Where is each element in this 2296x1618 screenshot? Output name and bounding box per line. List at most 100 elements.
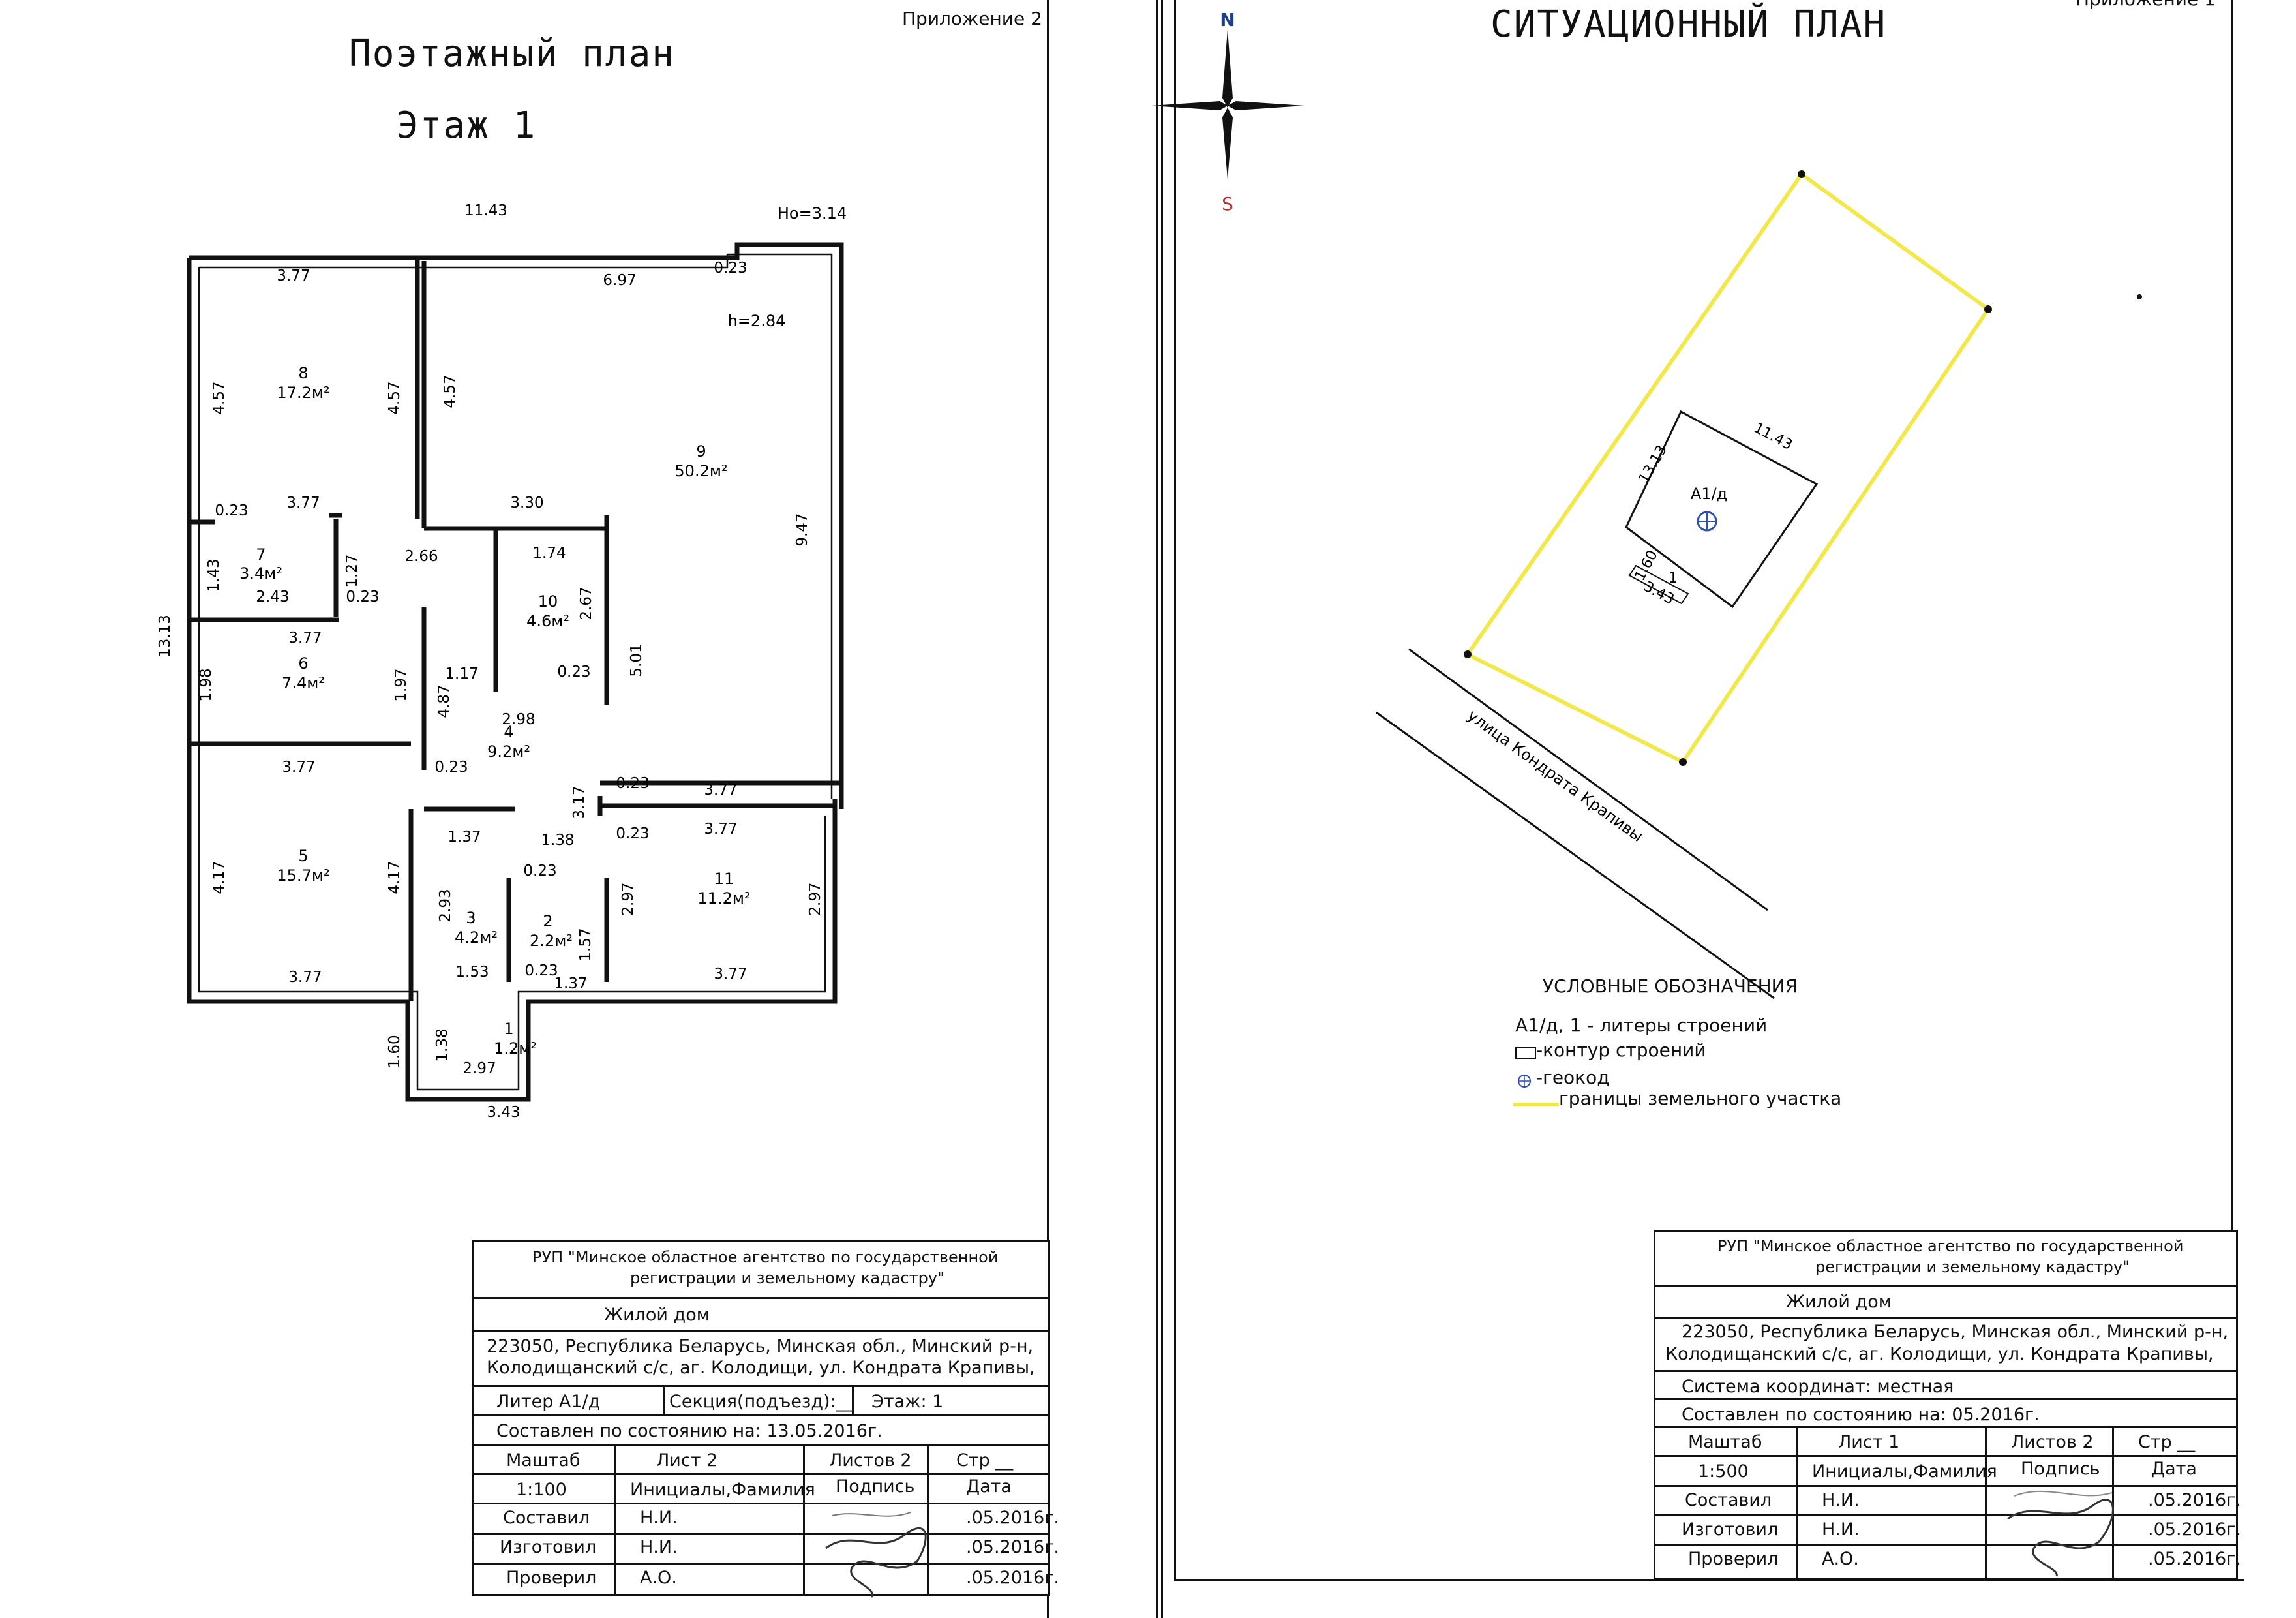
street-name: улица Кондрата Крапивы — [1464, 706, 1646, 846]
dim: 0.23 — [346, 588, 379, 605]
name: Н.И. — [1822, 1490, 1860, 1510]
room-2-number: 2 — [543, 912, 552, 930]
org-name-2: регистрации и земельному кадастру" — [1815, 1258, 2130, 1276]
room-7-number: 7 — [256, 545, 265, 564]
parcel-vertex — [1679, 758, 1687, 766]
exterior-wall-inner — [199, 253, 833, 799]
header-signature: Подпись — [2021, 1459, 2100, 1479]
dim-vertical: 4.57 — [442, 374, 459, 408]
floor-plan-sheet: Приложение 2 Поэтажный план Этаж 1 — [0, 0, 1122, 1618]
liter: Литер А1/д — [496, 1392, 601, 1412]
dim: 1.17 — [445, 665, 478, 682]
dim: 3.77 — [704, 782, 737, 799]
dim: 3.30 — [510, 495, 543, 511]
page-title: Поэтажный план — [349, 33, 676, 75]
header-name: Инициалы,Фамилия — [1812, 1461, 1997, 1482]
coordinate-system: Система координат: местная — [1682, 1377, 1954, 1397]
dim: 1.37 — [447, 829, 481, 846]
building-dim-long: 11.43 — [1751, 420, 1794, 453]
dim-vertical: 4.87 — [436, 684, 453, 718]
name: Н.И. — [1822, 1519, 1860, 1540]
header-sheet: Лист 2 — [656, 1450, 718, 1471]
dim: 1.38 — [541, 832, 574, 849]
dim: 0.23 — [714, 260, 747, 277]
floor-number: Этаж: 1 — [871, 1392, 944, 1412]
dim: 6.97 — [603, 272, 636, 289]
dim-vertical: 2.93 — [437, 889, 454, 922]
room-11-number: 11 — [714, 870, 734, 888]
dim: 0.23 — [215, 502, 248, 519]
legend-title: УСЛОВНЫЕ ОБОЗНАЧЕНИЯ — [1543, 975, 1798, 997]
org-name-2: регистрации и земельному кадастру" — [630, 1269, 945, 1287]
header-scale: Маштаб — [1688, 1432, 1762, 1452]
role: Проверил — [506, 1568, 597, 1588]
header-sheets: Листов 2 — [2011, 1432, 2094, 1452]
header-date: Дата — [966, 1476, 1012, 1497]
parcel-vertex — [1984, 305, 1992, 313]
room-6-area: 7.4м² — [282, 674, 325, 692]
legend-item-boundary: границы земельного участка — [1559, 1088, 1842, 1109]
building-label: А1/д — [1691, 485, 1727, 503]
org-name: РУП "Минское областное агентство по госу… — [532, 1248, 999, 1266]
room-8-area: 17.2м² — [277, 384, 329, 402]
header-date: Дата — [2151, 1459, 2197, 1479]
dim: 0.23 — [524, 962, 558, 979]
title-block: РУП "Минское областное агентство по госу… — [472, 1240, 1059, 1598]
dim-vertical: 4.17 — [211, 861, 228, 894]
room-10-area: 4.6м² — [526, 612, 569, 630]
appendix-label: Приложение 1 — [2076, 0, 2216, 10]
dim: 1.37 — [554, 975, 587, 992]
dim: 0.23 — [434, 759, 468, 776]
dim: 0.23 — [616, 775, 649, 792]
dim-vertical: 2.97 — [620, 882, 637, 915]
header-signature: Подпись — [836, 1476, 915, 1497]
room-overall-height: Ho=3.14 — [778, 204, 847, 222]
dim-overall-width: 11.43 — [464, 202, 507, 219]
dim-vertical: 3.17 — [571, 786, 588, 819]
header-sheets: Листов 2 — [829, 1450, 912, 1471]
room-6-number: 6 — [298, 654, 308, 673]
dim-vertical: 4.57 — [211, 381, 228, 414]
scale-value: 1:100 — [516, 1480, 567, 1500]
geocode-icon — [1518, 1075, 1531, 1088]
date: .05.2016г. — [966, 1568, 1060, 1588]
legend-item-liter: А1/д, 1 - литеры строений — [1515, 1015, 1768, 1036]
header-page: Стр __ — [956, 1450, 1014, 1471]
dim-vertical: 1.38 — [434, 1028, 451, 1061]
dim-vertical: 1.97 — [393, 668, 410, 701]
dim: 3.77 — [282, 759, 315, 776]
dim: 2.97 — [462, 1060, 496, 1077]
state-date: Составлен по состоянию на: 05.2016г. — [1682, 1405, 2040, 1425]
role: Изготовил — [500, 1537, 597, 1557]
building-contour-icon — [1515, 1047, 1536, 1059]
compass-north: N — [1220, 9, 1235, 31]
appendix-label: Приложение 2 — [902, 8, 1042, 29]
situation-plan-drawing: N S А1/д 11.43 13.13 1.60 1 3.43 — [1151, 9, 2142, 1000]
room-7-area: 3.4м² — [239, 564, 282, 583]
page-title: СИТУАЦИОННЫЙ ПЛАН — [1490, 3, 1887, 46]
geocode-icon — [1697, 511, 1717, 532]
dim: 2.43 — [256, 588, 289, 605]
dim-vertical: 5.01 — [628, 643, 645, 677]
org-name: РУП "Минское областное агентство по госу… — [1717, 1237, 2184, 1255]
dim: 2.98 — [502, 711, 535, 728]
header-scale: Маштаб — [506, 1450, 581, 1471]
signature-mark — [2007, 1490, 2114, 1577]
boundary-swatch — [1513, 1103, 1559, 1106]
role: Составил — [1685, 1490, 1772, 1510]
situation-plan-sheet: Приложение 1 СИТУАЦИОННЫЙ ПЛАН N S А1/д — [1122, 0, 2296, 1618]
date: .05.2016г. — [2148, 1549, 2242, 1569]
dim: 0.23 — [523, 862, 556, 879]
dim: 3.77 — [288, 969, 322, 986]
object-name: Жилой дом — [1786, 1292, 1892, 1312]
room-5-area: 15.7м² — [277, 866, 329, 885]
sheet-border-left-inner — [1161, 0, 1163, 1618]
dim-vertical: 2.67 — [578, 587, 595, 620]
parcel-vertex — [1464, 650, 1472, 658]
floor-plan-drawing: 8 17.2м² 9 50.2м² h=2.84 Ho=3.14 7 3.4м²… — [157, 202, 847, 1121]
dim: 3.77 — [288, 630, 322, 647]
date: .05.2016г. — [2148, 1490, 2242, 1510]
sheet-border-right — [2231, 0, 2233, 1579]
room-ceiling-height: h=2.84 — [728, 312, 786, 330]
room-2-area: 2.2м² — [530, 932, 573, 950]
